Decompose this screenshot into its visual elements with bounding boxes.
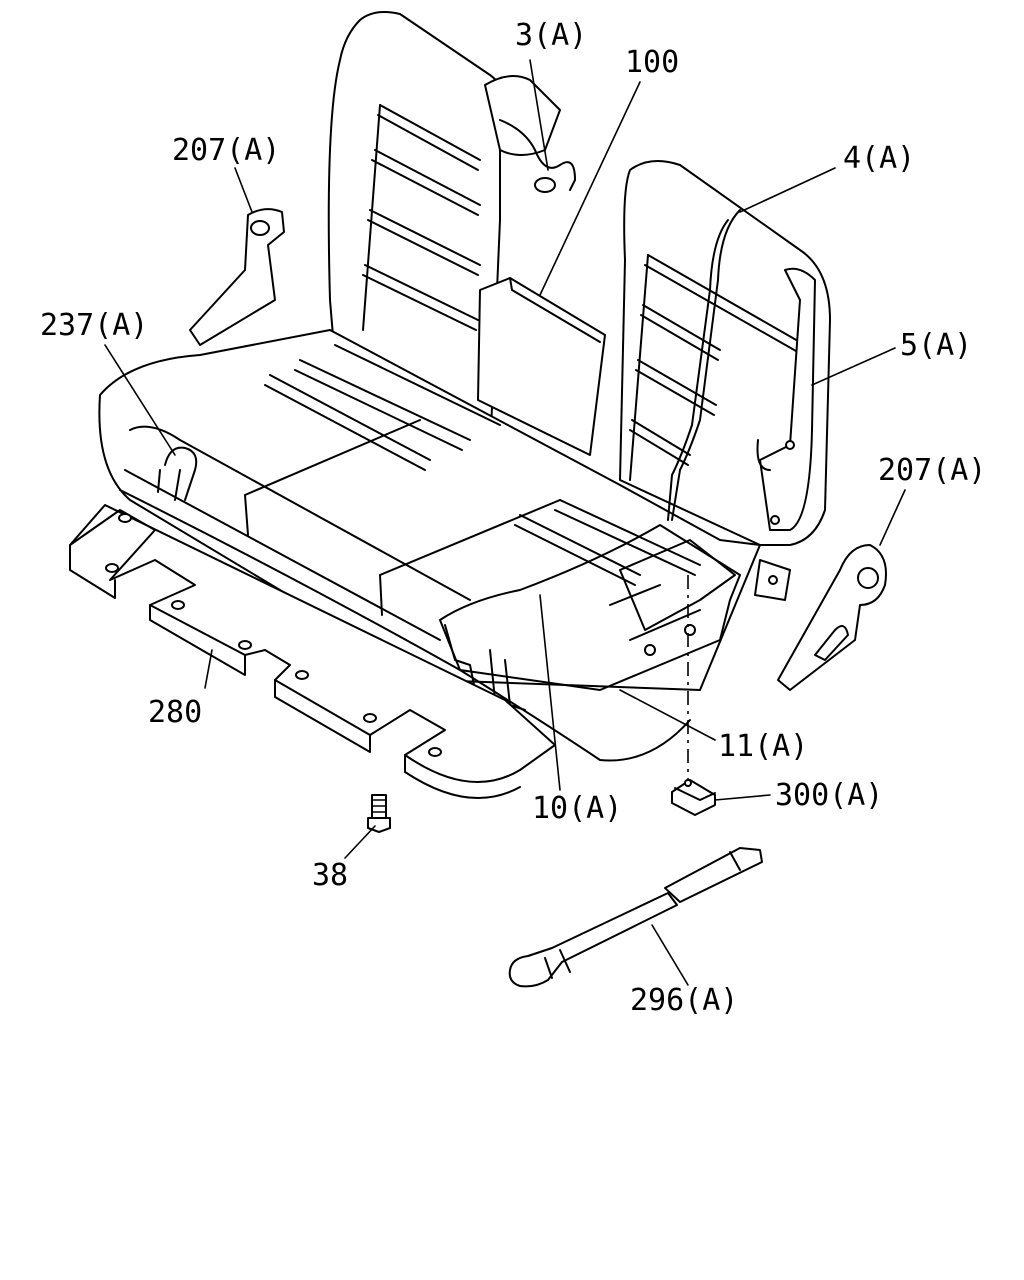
label-3a: 3(A): [515, 18, 587, 53]
label-10a: 10(A): [532, 791, 622, 826]
belt-4a: [667, 209, 741, 521]
belt-237a: [157, 446, 198, 501]
seat-cushion: [98, 329, 761, 762]
hinge-bracket-207a-right: [777, 544, 887, 691]
label-11a: 11(A): [718, 729, 808, 764]
cap-300a: [671, 779, 716, 816]
leader-lines: [104, 59, 906, 986]
headrest-left: [484, 75, 561, 156]
label-237a: 237(A): [40, 308, 148, 343]
hinge-bracket-207a-left: [189, 208, 285, 346]
bolt-38: [367, 794, 391, 833]
armrest-cushion-100: [477, 277, 606, 456]
label-38: 38: [312, 858, 348, 893]
label-300a: 300(A): [775, 778, 883, 813]
label-207a-right: 207(A): [878, 453, 986, 488]
strap-296a: [508, 847, 763, 988]
buckle-3a: [499, 119, 576, 193]
label-280: 280: [148, 695, 202, 730]
seat-frame: [439, 524, 791, 711]
label-296a: 296(A): [630, 983, 738, 1018]
label-100: 100: [625, 45, 679, 80]
label-207a-left: 207(A): [172, 133, 280, 168]
floor-plate-280: [69, 504, 556, 800]
label-4a: 4(A): [843, 141, 915, 176]
label-5a: 5(A): [900, 328, 972, 363]
seat-back-right: [619, 160, 831, 546]
part-labels: 3(A) 100 4(A) 207(A) 237(A) 5(A) 207(A) …: [40, 18, 986, 1018]
